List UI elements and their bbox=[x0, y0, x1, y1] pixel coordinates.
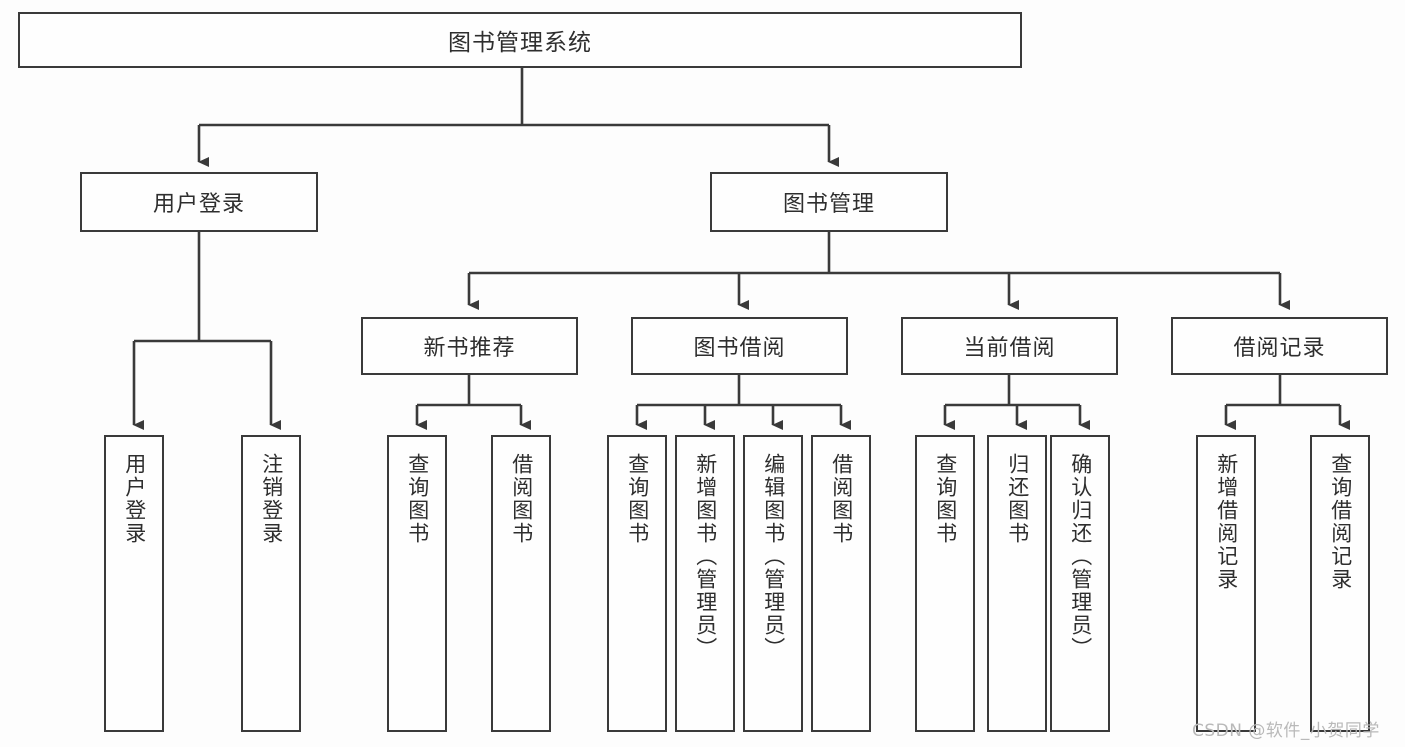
leaf-label: 归还图书 bbox=[1005, 453, 1030, 545]
leaf-current-return-book[interactable]: 归还图书 bbox=[987, 435, 1047, 732]
leaf-recommend-query-book[interactable]: 查询图书 bbox=[387, 435, 447, 732]
leaf-user-login-signin[interactable]: 用户登录 bbox=[104, 435, 164, 732]
leaf-record-add-record[interactable]: 新增借阅记录 bbox=[1196, 435, 1256, 732]
leaf-label: 用户登录 bbox=[122, 453, 147, 545]
leaf-recommend-borrow-book[interactable]: 借阅图书 bbox=[491, 435, 551, 732]
node-user-login-label: 用户登录 bbox=[152, 192, 245, 217]
leaf-label: 注销登录 bbox=[259, 453, 284, 545]
leaf-label: 查询图书 bbox=[933, 453, 958, 545]
node-new-book-recommend-label: 新书推荐 bbox=[423, 336, 516, 361]
node-book-management[interactable]: 图书管理 bbox=[710, 172, 948, 232]
leaf-borrow-borrow-book[interactable]: 借阅图书 bbox=[811, 435, 871, 732]
node-borrow-record-label: 借阅记录 bbox=[1233, 336, 1326, 361]
node-new-book-recommend[interactable]: 新书推荐 bbox=[361, 317, 578, 375]
node-borrow-record[interactable]: 借阅记录 bbox=[1171, 317, 1388, 375]
leaf-label: 查询借阅记录 bbox=[1328, 453, 1353, 591]
leaf-borrow-query-book[interactable]: 查询图书 bbox=[607, 435, 667, 732]
leaf-label: 新增图书（管理员） bbox=[693, 453, 718, 660]
leaf-label: 借阅图书 bbox=[829, 453, 854, 545]
node-user-login[interactable]: 用户登录 bbox=[80, 172, 318, 232]
leaf-label: 编辑图书（管理员） bbox=[761, 453, 786, 660]
node-current-borrow-label: 当前借阅 bbox=[963, 336, 1056, 361]
leaf-label: 确认归还（管理员） bbox=[1068, 453, 1093, 660]
leaf-label: 新增借阅记录 bbox=[1214, 453, 1239, 591]
node-root-label: 图书管理系统 bbox=[448, 30, 592, 56]
leaf-borrow-edit-book-admin[interactable]: 编辑图书（管理员） bbox=[743, 435, 803, 732]
leaf-current-confirm-return-admin[interactable]: 确认归还（管理员） bbox=[1050, 435, 1110, 732]
leaf-user-login-signout[interactable]: 注销登录 bbox=[241, 435, 301, 732]
leaf-borrow-add-book-admin[interactable]: 新增图书（管理员） bbox=[675, 435, 735, 732]
node-book-management-label: 图书管理 bbox=[782, 192, 875, 217]
node-book-borrow-label: 图书借阅 bbox=[693, 336, 786, 361]
leaf-label: 查询图书 bbox=[405, 453, 430, 545]
node-root-system[interactable]: 图书管理系统 bbox=[18, 12, 1022, 68]
csdn-watermark: CSDN @软件_小贺同学 bbox=[1192, 721, 1380, 741]
leaf-label: 查询图书 bbox=[625, 453, 650, 545]
node-book-borrow[interactable]: 图书借阅 bbox=[631, 317, 848, 375]
leaf-current-query-book[interactable]: 查询图书 bbox=[915, 435, 975, 732]
leaf-record-query-record[interactable]: 查询借阅记录 bbox=[1310, 435, 1370, 732]
leaf-label: 借阅图书 bbox=[509, 453, 534, 545]
node-current-borrow[interactable]: 当前借阅 bbox=[901, 317, 1118, 375]
